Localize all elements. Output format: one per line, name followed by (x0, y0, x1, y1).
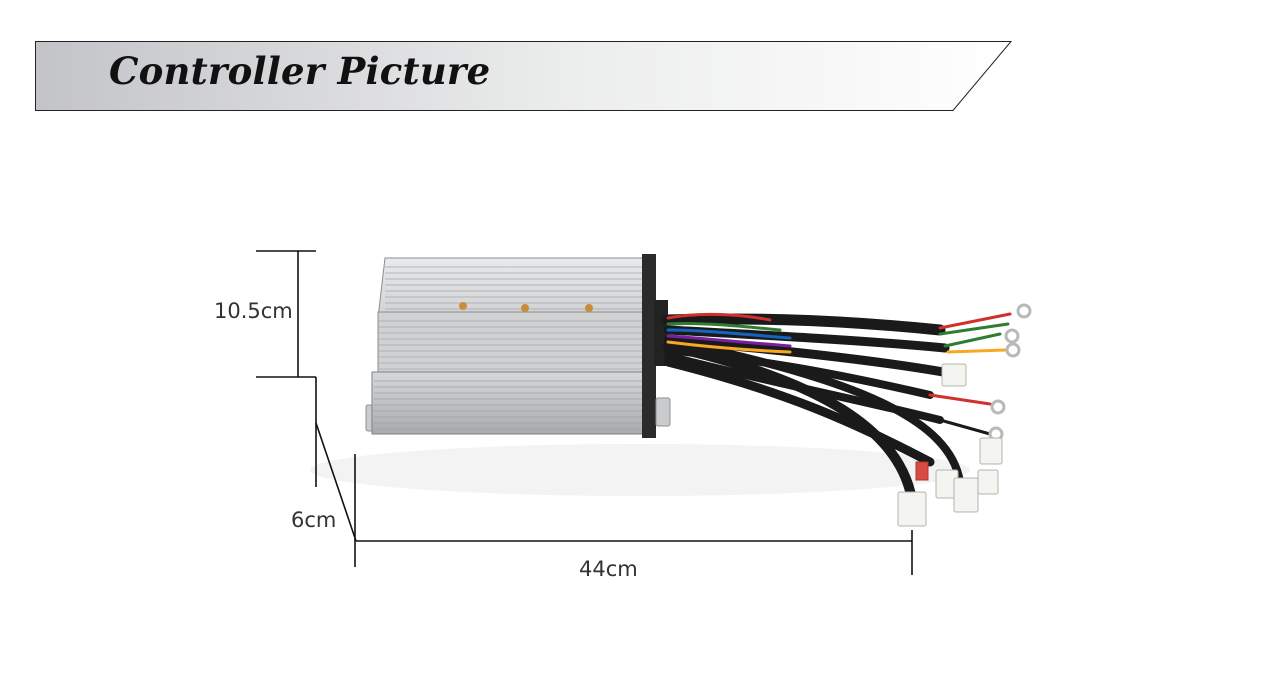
depth-dimension-label: 6cm (291, 508, 337, 532)
length-dimension-label: 44cm (579, 557, 638, 581)
header-banner-shape (35, 41, 1013, 111)
controller-housing (365, 254, 671, 438)
floor-shadow (310, 444, 970, 496)
height-dimension-label: 10.5cm (214, 299, 293, 323)
page-title: Controller Picture (109, 49, 491, 93)
wire-harness (662, 312, 1012, 505)
ring-terminals (988, 303, 1032, 442)
section-header-banner: Controller Picture (35, 41, 1015, 111)
dimension-lines (256, 250, 913, 575)
plug-connectors (897, 363, 1003, 527)
